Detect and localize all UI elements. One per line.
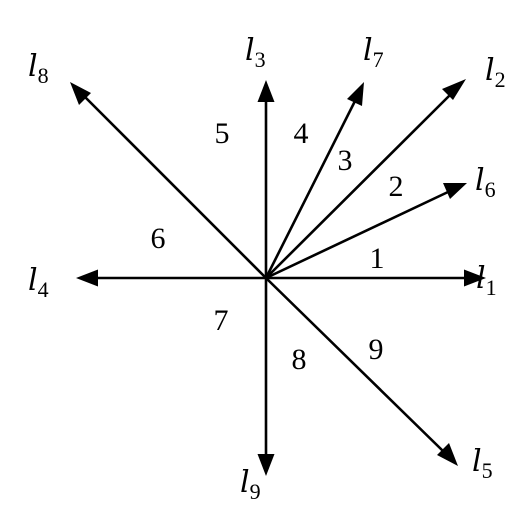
arrowhead-l6: [443, 183, 467, 199]
ray-label-l1: l1: [476, 261, 497, 300]
ray-label-l7: l7: [363, 33, 384, 72]
region-label-6: 6: [151, 222, 166, 255]
ray-l5: [264, 276, 445, 453]
ray-label-l5: l5: [472, 444, 493, 483]
ray-label-l2: l2: [485, 53, 506, 92]
ray-label-l4: l4: [28, 263, 49, 302]
region-label-5: 5: [215, 117, 230, 150]
region-labels: 1 2 3 4 5 6 7 8 9: [151, 117, 404, 376]
rays: [70, 79, 486, 476]
ray-labels: l1 l2 l3 l4 l5 l6 l7 l8 l9: [28, 33, 506, 504]
arrowhead-l9: [257, 454, 275, 476]
ray-l6: [264, 190, 450, 280]
arrowhead-l7: [347, 82, 364, 106]
arrowhead-l2: [442, 79, 466, 100]
region-label-8: 8: [292, 343, 307, 376]
ray-l8: [83, 95, 268, 280]
ray-l2: [264, 93, 452, 280]
ray-l7: [264, 99, 357, 280]
region-label-4: 4: [294, 117, 309, 150]
region-label-7: 7: [214, 304, 229, 337]
arrowhead-l4: [76, 269, 98, 287]
arrowhead-l8: [70, 82, 91, 105]
ray-label-l3: l3: [245, 33, 266, 72]
region-label-9: 9: [369, 333, 384, 366]
region-label-2: 2: [389, 170, 404, 203]
arrowhead-l1: [464, 269, 486, 287]
ray-label-l9: l9: [240, 465, 261, 504]
arrowhead-l5: [437, 443, 458, 466]
region-label-1: 1: [370, 242, 385, 275]
arrowhead-l3: [257, 80, 275, 102]
ray-label-l6: l6: [475, 163, 496, 202]
region-label-3: 3: [338, 144, 353, 177]
ray-label-l8: l8: [28, 49, 49, 88]
